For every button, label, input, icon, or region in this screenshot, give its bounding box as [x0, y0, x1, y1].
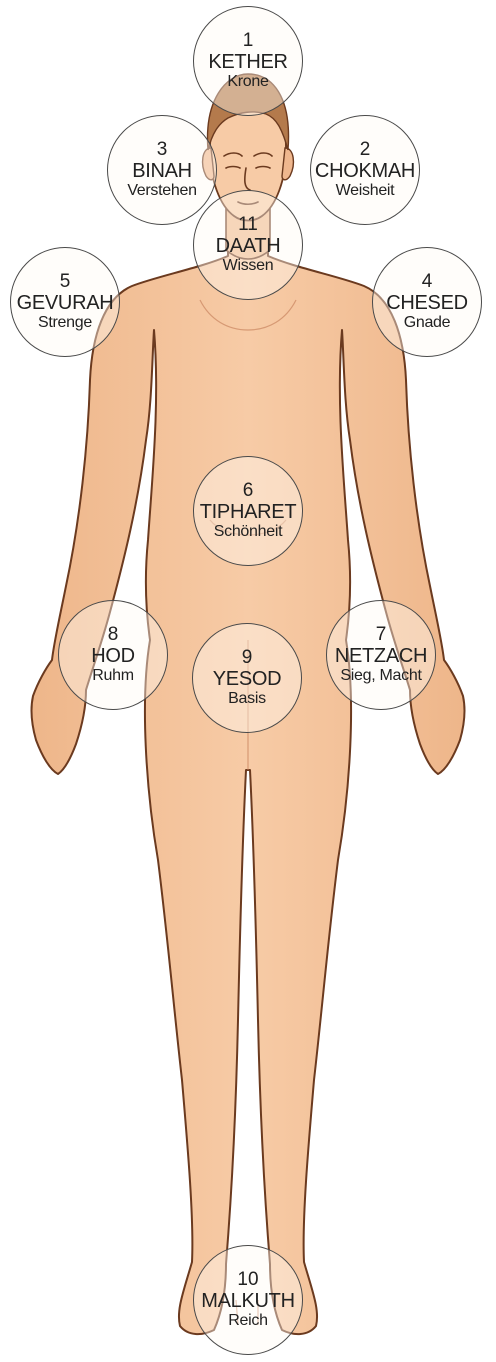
sephira-number: 2	[360, 140, 371, 161]
node-hod: 8 HOD Ruhm	[58, 600, 168, 710]
sephira-number: 11	[238, 215, 258, 236]
sephira-name: DAATH	[216, 236, 281, 258]
sephira-number: 7	[376, 625, 387, 646]
sephira-number: 10	[237, 1270, 258, 1291]
sephira-name: YESOD	[213, 669, 282, 691]
sephira-name: HOD	[91, 646, 135, 668]
node-daath: 11 DAATH Wissen	[193, 190, 303, 300]
sephira-name: KETHER	[208, 52, 287, 74]
sephira-meaning: Reich	[228, 1312, 267, 1329]
sephira-number: 8	[108, 625, 119, 646]
node-binah: 3 BINAH Verstehen	[107, 115, 217, 225]
node-gevurah: 5 GEVURAH Strenge	[10, 247, 120, 357]
sephira-meaning: Strenge	[38, 314, 92, 331]
sephira-meaning: Ruhm	[92, 667, 133, 684]
sephira-number: 6	[243, 481, 254, 502]
sephira-meaning: Weisheit	[336, 182, 395, 199]
sephira-number: 9	[242, 648, 253, 669]
node-malkuth: 10 MALKUTH Reich	[193, 1245, 303, 1355]
sephira-meaning: Krone	[227, 73, 268, 90]
node-kether: 1 KETHER Krone	[193, 6, 303, 116]
sephira-meaning: Gnade	[404, 314, 451, 331]
sephira-name: CHOKMAH	[315, 161, 415, 183]
sephira-name: MALKUTH	[201, 1291, 294, 1313]
sephira-name: GEVURAH	[17, 293, 114, 315]
sephira-number: 1	[243, 31, 254, 52]
sephira-number: 5	[60, 272, 71, 293]
sephira-name: CHESED	[386, 293, 468, 315]
sephira-meaning: Schönheit	[214, 523, 282, 540]
node-yesod: 9 YESOD Basis	[192, 623, 302, 733]
sephira-meaning: Sieg, Macht	[340, 667, 421, 684]
node-tipharet: 6 TIPHARET Schönheit	[193, 456, 303, 566]
sephira-number: 3	[157, 140, 168, 161]
sephira-number: 4	[422, 272, 433, 293]
sephira-meaning: Verstehen	[127, 182, 196, 199]
body-silhouette	[32, 212, 465, 1334]
sephira-meaning: Basis	[228, 690, 266, 707]
node-chokmah: 2 CHOKMAH Weisheit	[310, 115, 420, 225]
sephira-name: TIPHARET	[200, 502, 297, 524]
node-netzach: 7 NETZACH Sieg, Macht	[326, 600, 436, 710]
node-chesed: 4 CHESED Gnade	[372, 247, 482, 357]
sephira-name: BINAH	[132, 161, 192, 183]
sephira-meaning: Wissen	[223, 257, 274, 274]
sephira-name: NETZACH	[335, 646, 427, 668]
